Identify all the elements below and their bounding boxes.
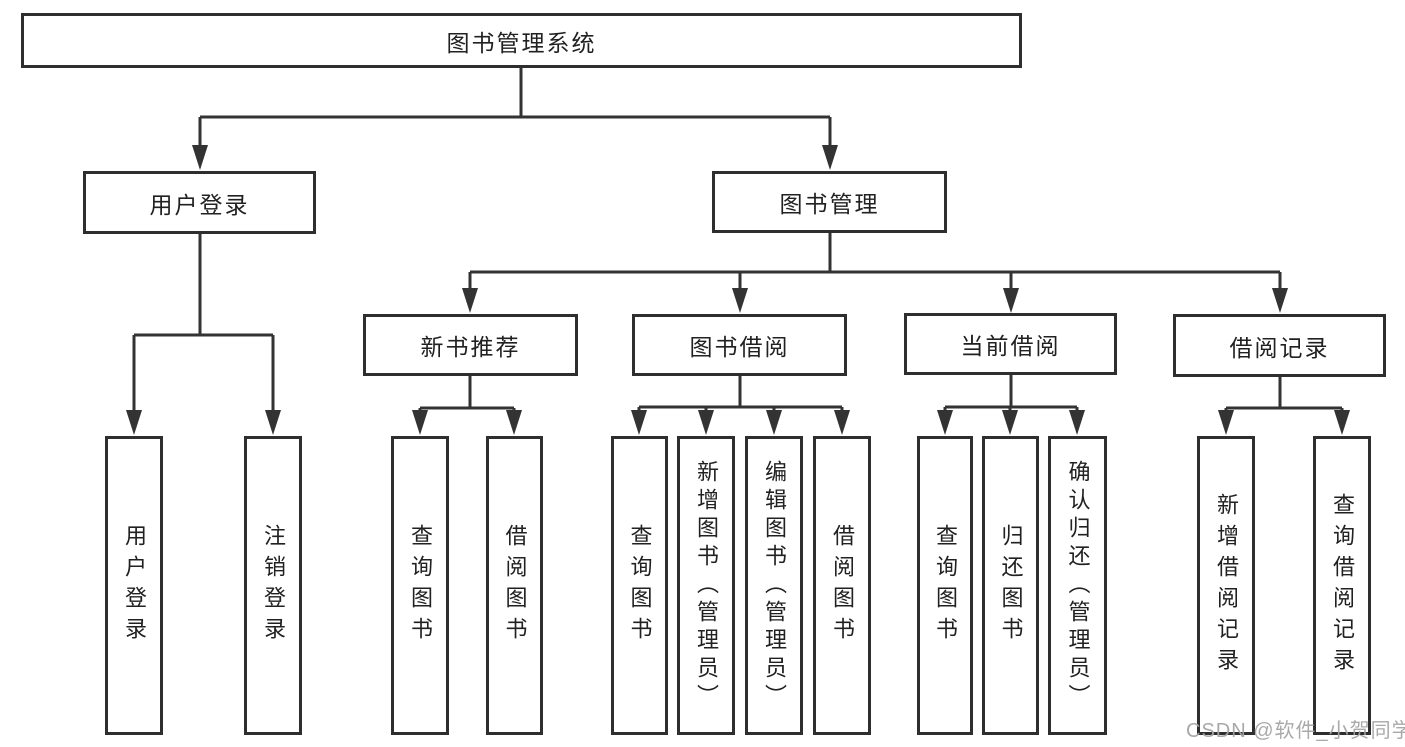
leaf-confirm-return-admin-label: 确认归还（管理员） bbox=[1065, 459, 1091, 712]
node-user-login-label: 用户登录 bbox=[149, 191, 250, 218]
leaf-user-login: 用户登录 bbox=[105, 436, 163, 735]
leaf-query-books-current: 查询图书 bbox=[917, 436, 973, 735]
leaf-logout: 注销登录 bbox=[244, 436, 302, 735]
leaf-query-borrow-record: 查询借阅记录 bbox=[1313, 436, 1371, 735]
node-current-borrow: 当前借阅 bbox=[904, 313, 1117, 375]
node-current-borrow-label: 当前借阅 bbox=[960, 333, 1061, 359]
leaf-add-borrow-record-label: 新增借阅记录 bbox=[1214, 492, 1239, 679]
leaf-query-books-recommend-label: 查询图书 bbox=[408, 523, 433, 648]
leaf-return-book: 归还图书 bbox=[982, 436, 1039, 735]
node-book-management-label: 图书管理 bbox=[779, 191, 880, 217]
node-new-book-recommend: 新书推荐 bbox=[363, 314, 578, 376]
leaf-borrow-books-label: 借阅图书 bbox=[830, 523, 855, 648]
leaf-add-book-admin: 新增图书（管理员） bbox=[677, 436, 735, 735]
leaf-add-book-admin-label: 新增图书（管理员） bbox=[694, 459, 719, 712]
leaf-logout-label: 注销登录 bbox=[261, 523, 286, 648]
leaf-query-books-current-label: 查询图书 bbox=[933, 523, 958, 648]
leaf-user-login-label: 用户登录 bbox=[122, 523, 147, 648]
leaf-borrow-books-recommend-label: 借阅图书 bbox=[502, 523, 528, 648]
leaf-borrow-books: 借阅图书 bbox=[813, 436, 871, 735]
leaf-confirm-return-admin: 确认归还（管理员） bbox=[1048, 436, 1107, 735]
node-root: 图书管理系统 bbox=[21, 13, 1022, 68]
leaf-query-books-recommend: 查询图书 bbox=[391, 436, 449, 735]
node-book-borrow-label: 图书借阅 bbox=[689, 334, 790, 360]
leaf-edit-book-admin-label: 编辑图书（管理员） bbox=[762, 459, 787, 712]
leaf-query-borrow-record-label: 查询借阅记录 bbox=[1330, 492, 1355, 679]
node-new-book-recommend-label: 新书推荐 bbox=[420, 334, 521, 360]
node-book-management: 图书管理 bbox=[712, 171, 947, 233]
node-root-label: 图书管理系统 bbox=[446, 29, 597, 56]
leaf-query-books-borrow: 查询图书 bbox=[611, 436, 668, 735]
watermark: CSDN @软件_小贺同学 bbox=[1186, 720, 1405, 742]
node-user-login: 用户登录 bbox=[83, 171, 316, 234]
node-borrow-records: 借阅记录 bbox=[1173, 314, 1386, 377]
leaf-return-book-label: 归还图书 bbox=[998, 523, 1024, 648]
leaf-edit-book-admin: 编辑图书（管理员） bbox=[745, 436, 803, 735]
node-book-borrow: 图书借阅 bbox=[632, 314, 847, 376]
leaf-borrow-books-recommend: 借阅图书 bbox=[486, 436, 543, 735]
leaf-add-borrow-record: 新增借阅记录 bbox=[1197, 436, 1255, 735]
leaf-query-books-borrow-label: 查询图书 bbox=[627, 523, 653, 648]
node-borrow-records-label: 借阅记录 bbox=[1229, 334, 1330, 361]
